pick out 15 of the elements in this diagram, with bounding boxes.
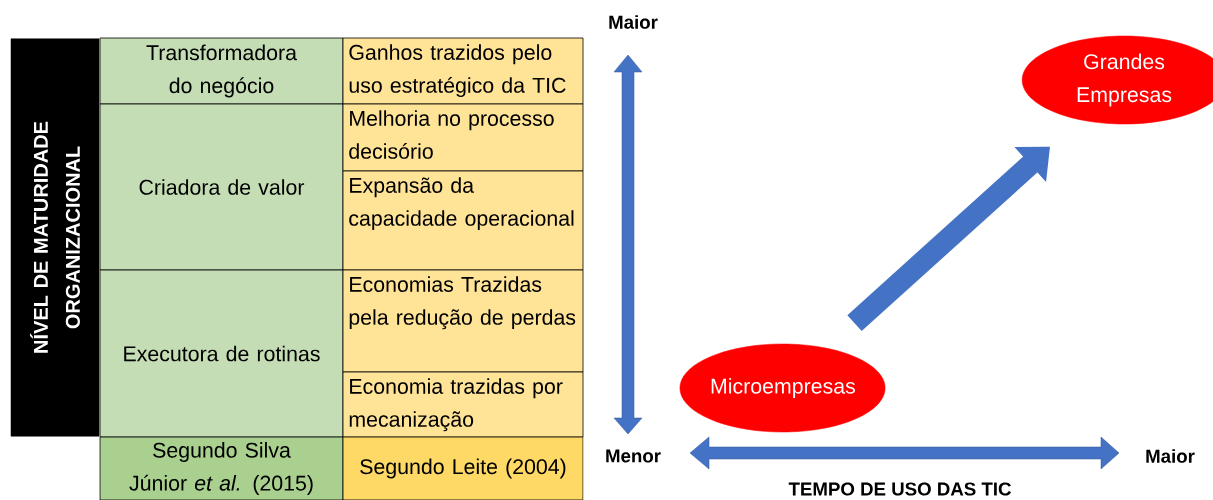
table-cell: Ganhos trazidos pelo uso estratégico da TIC: [342, 37, 584, 105]
label-text: Menor: [606, 449, 661, 463]
label-text: Maior: [1146, 449, 1195, 463]
table-cell: Melhoria no processo decisório: [342, 103, 584, 172]
table-cell: Transformadora do negócio: [99, 37, 344, 105]
table-cell: Expansão da capacidade operacional: [342, 170, 584, 271]
axis-title: TEMPO DE USO DAS TIC: [788, 482, 1011, 496]
heading-band: NÍVEL DE MATURIDADE ORGANIZACIONAL: [10, 38, 100, 437]
table-cell: Segundo Silva Júnior et al. (2015): [99, 436, 344, 500]
table-cell: Economias Trazidas pela redução de perdas: [342, 269, 584, 373]
label-text: Maior: [609, 15, 658, 29]
table-cell: Economia trazidas por mecanização: [342, 371, 584, 438]
block-arrow: [847, 146, 1050, 331]
table-cell: Segundo Leite (2004): [342, 436, 584, 500]
table-cell: Executora de rotinas: [99, 269, 344, 438]
